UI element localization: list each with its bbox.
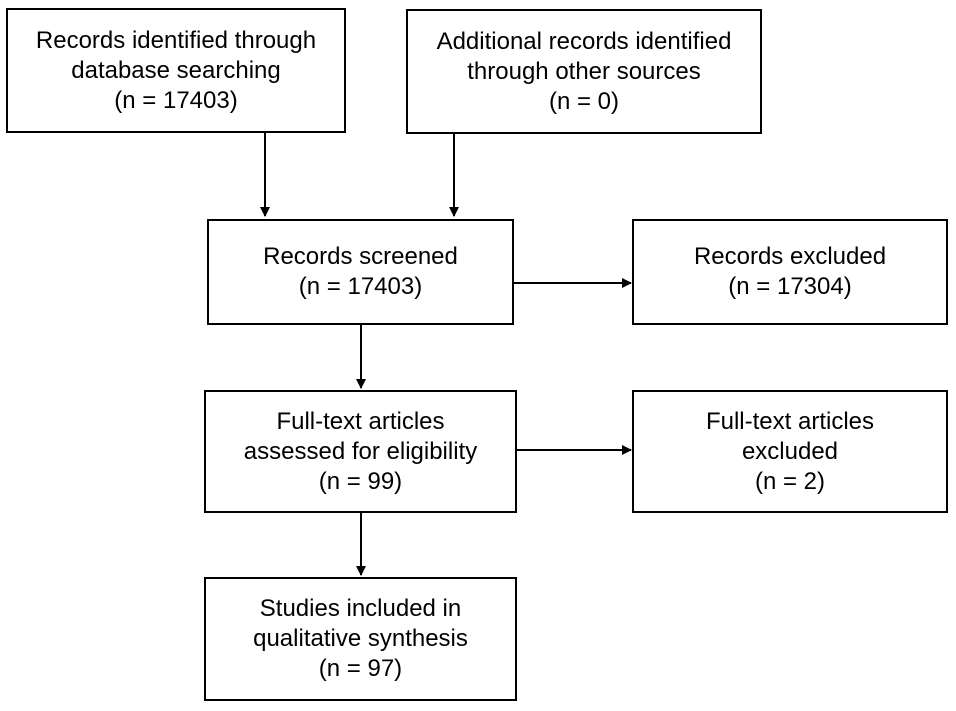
box-additional-records-other-sources: Additional records identified through ot…	[406, 9, 762, 134]
box-count: (n = 99)	[318, 467, 403, 495]
box-line: Records identified through	[35, 26, 317, 54]
box-count: (n = 2)	[754, 467, 826, 495]
box-count: (n = 17304)	[728, 273, 852, 300]
box-count: (n = 0)	[548, 87, 620, 115]
box-count: (n = 17403)	[298, 273, 423, 300]
box-fulltext-assessed: Full-text articles assessed for eligibil…	[204, 390, 517, 513]
box-line: Full-text articles	[705, 407, 875, 435]
box-line: Additional records identified	[436, 27, 732, 55]
box-line: Records screened	[263, 243, 458, 270]
box-records-identified-database: Records identified through database sear…	[6, 8, 346, 133]
box-line: through other sources	[467, 57, 701, 85]
box-line: Studies included in	[259, 595, 462, 622]
box-count: (n = 97)	[318, 655, 403, 682]
box-line: Full-text articles	[276, 407, 445, 435]
box-studies-included: Studies included in qualitative synthesi…	[204, 577, 517, 701]
box-records-excluded: Records excluded (n = 17304)	[632, 219, 948, 325]
box-line: assessed for eligibility	[243, 437, 478, 465]
box-count: (n = 17403)	[114, 86, 238, 114]
box-line: Records excluded	[693, 243, 887, 270]
box-line: database searching	[71, 56, 281, 84]
box-line: excluded	[741, 437, 839, 465]
box-fulltext-excluded: Full-text articles excluded (n = 2)	[632, 390, 948, 513]
box-records-screened: Records screened (n = 17403)	[207, 219, 514, 325]
box-line: qualitative synthesis	[253, 625, 468, 652]
